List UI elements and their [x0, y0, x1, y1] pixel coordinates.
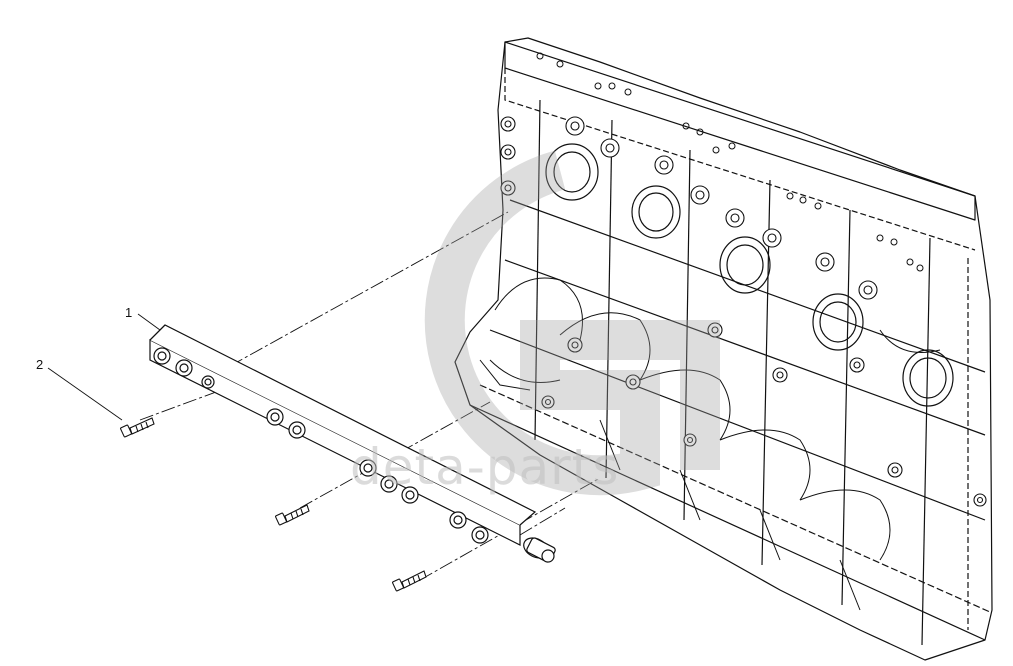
callout-2: 2 — [36, 357, 44, 372]
block-bosses — [500, 116, 987, 507]
leader-line-1 — [137, 313, 161, 331]
watermark-text: deta-parts — [350, 438, 620, 496]
block-ribs — [479, 277, 941, 611]
bolt-2 — [275, 504, 310, 526]
callout-1: 1 — [125, 305, 133, 320]
leader-lines — [47, 313, 161, 421]
watermark-logo — [424, 150, 720, 496]
bolt-3 — [392, 570, 427, 592]
deck-holes — [536, 52, 924, 272]
rail-outlets — [153, 347, 489, 544]
bolt-1 — [120, 417, 155, 438]
cylinder-bores — [545, 143, 954, 407]
leader-line-2 — [47, 367, 123, 421]
fuel-rail — [149, 324, 556, 563]
